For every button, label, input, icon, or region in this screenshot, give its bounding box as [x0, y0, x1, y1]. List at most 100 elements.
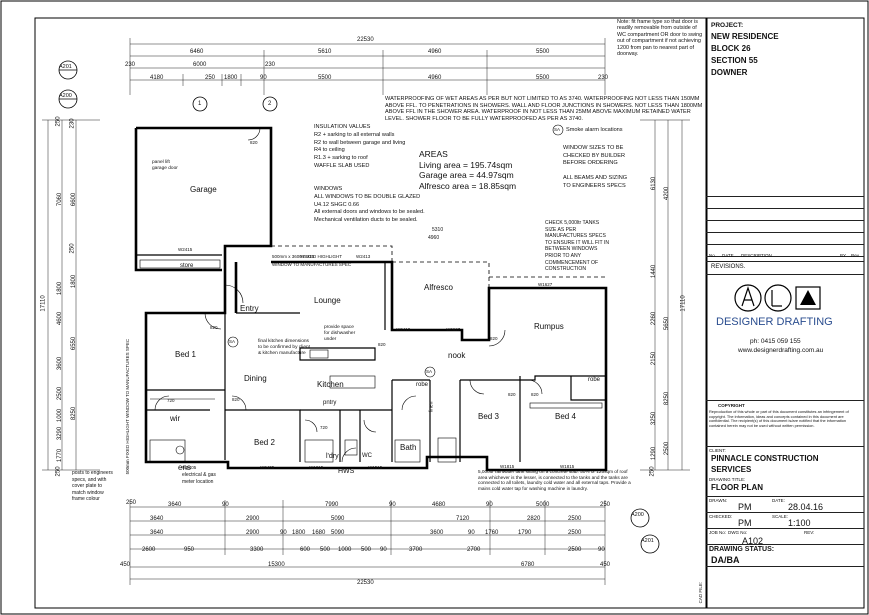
beams-line: TO ENGINEERS SPECS: [563, 182, 626, 189]
dim-left-a-5: 2500: [57, 386, 64, 401]
window-tag: W2413: [356, 254, 371, 259]
dishwasher-line: for dishwasher: [324, 330, 356, 336]
dim-left-a-1: 7060: [57, 192, 64, 207]
door-tag: 820: [210, 325, 218, 330]
rev-table-top: [706, 196, 864, 197]
project-line: NEW RESIDENCE: [711, 32, 779, 41]
dim-left-a-8: 1770: [57, 448, 64, 463]
kitchen-dims-note: final kitchen dimensions to be confirmed…: [258, 339, 310, 357]
dim-bottom-row4-h: 90: [380, 547, 387, 553]
room-wc: WC: [362, 453, 372, 459]
dim-top-row4-f: 4960: [428, 75, 442, 81]
window-tag: W2405: [260, 465, 275, 470]
client-line: PINNACLE CONSTRUCTION: [711, 454, 819, 463]
door-tag: 820: [508, 392, 516, 397]
scale-value: 1:100: [788, 518, 811, 528]
windows-line: ALL WINDOWS TO BE DOUBLE GLAZED: [314, 193, 421, 200]
window-sizes-note: WINDOW SIZES TO BE CHECKED BY BUILDER BE…: [563, 145, 625, 168]
window-tag: W1815: [500, 464, 515, 469]
rev-table-line: [706, 220, 864, 221]
window-tag: W2405: [182, 465, 197, 470]
windows-note: WINDOWS ALL WINDOWS TO BE DOUBLE GLAZED …: [314, 186, 425, 225]
dim-top-overall: 22530: [357, 37, 374, 43]
rainwater-note: 5,000ltr rainwater tank sitting on a con…: [478, 469, 631, 491]
dishwasher-line: provide space: [324, 325, 354, 330]
dim-bottom-row5-b: 15300: [268, 562, 285, 568]
dim-top-row4-d: 90: [260, 75, 267, 81]
room-store: store: [180, 263, 194, 269]
dim-bottom-overall: 22530: [357, 580, 374, 586]
dim-bottom-row4-c: 3300: [250, 547, 264, 553]
dim-left-a-4: 3600: [57, 356, 64, 371]
posts-line: specs, and with: [72, 476, 107, 483]
client-line: SERVICES: [711, 465, 752, 474]
dim-left-a-3: 4600: [57, 311, 64, 326]
rev-header-desc: DESCRIPTION: [741, 253, 772, 258]
dim-bottom-row5-c: 6780: [521, 562, 535, 568]
window-tag: W1815: [560, 464, 575, 469]
company-logo-icon: [734, 284, 821, 312]
meta-line: [706, 544, 864, 545]
room-rumpus: Rumpus: [534, 322, 564, 331]
dim-bottom-row4-l: 90: [598, 547, 605, 553]
insulation-line: R4 to ceiling: [314, 147, 345, 154]
posts-line: posts to engineers: [72, 470, 113, 476]
room-linen: linen: [428, 401, 435, 413]
dim-top-row3-a: 230: [125, 62, 136, 68]
window-tag: W1215: [309, 465, 324, 470]
smoke-marker-3: SA: [554, 127, 561, 132]
posts-line: frame colour: [72, 496, 100, 502]
dim-right-b-0: 4200: [664, 186, 671, 201]
dim-right-a-4: 3250: [651, 411, 658, 426]
meter-note: electrical & gas meter location: [182, 472, 216, 485]
client-label: CLIENT:: [709, 448, 726, 453]
kitchen-dims-line: to be confirmed by client: [258, 344, 310, 350]
dim-bottom-row2-a: 3640: [150, 516, 164, 522]
posts-line: cover plate to: [72, 483, 103, 489]
fixtures: [139, 259, 603, 463]
scale-label: SCALE:: [772, 514, 789, 519]
dim-top-row4-b: 250: [205, 75, 216, 81]
tanks-line: CHECK 5,000ltr TANKS: [545, 220, 600, 226]
top-small-dim-b: 4960: [428, 235, 440, 241]
door-tag: 820: [378, 342, 386, 347]
dim-right-a-2: 2260: [651, 311, 658, 326]
dim-bottom-row3-d: 1800: [292, 530, 306, 536]
kitchen-dims-line: & kitchen manufacture: [258, 350, 306, 356]
window-tag: W1515: [368, 465, 383, 470]
room-hws: HWS: [338, 468, 355, 475]
dim-bottom-row2-b: 2900: [246, 516, 260, 522]
rev-table-bottom: [706, 261, 864, 262]
windows-line: Mechanical ventilation ducts to be seale…: [314, 217, 418, 224]
room-robe-2: robe: [416, 382, 429, 388]
windows-line: WINDOWS: [314, 186, 343, 192]
window-tag: W1627: [538, 282, 553, 287]
door-tag: 820: [531, 392, 539, 397]
cad-file-label: CAD FILE:: [698, 581, 704, 604]
dim-bottom-row2-f: 2500: [568, 516, 582, 522]
room-entry: Entry: [240, 304, 259, 313]
dim-right-a-3: 2150: [651, 351, 658, 366]
beams-note: ALL BEAMS AND SIZING TO ENGINEERS SPECS: [563, 175, 627, 190]
marker-section-2: 2: [268, 101, 272, 107]
dim-top-row4-e: 5500: [318, 75, 332, 81]
dim-top-row2-b: 5610: [318, 49, 332, 55]
meta-line: [706, 528, 864, 529]
dim-bottom-row4-f: 1000: [338, 547, 352, 553]
job-no-label: JOB No:: [709, 530, 727, 535]
room-robe-1: robe: [588, 377, 601, 383]
room-wir: wir: [170, 414, 181, 423]
dim-bottom-row4-k: 2500: [568, 547, 582, 553]
status-label: DRAWING STATUS:: [709, 546, 775, 553]
marker-a201-bottom: A201: [641, 538, 654, 544]
meta-top: [706, 496, 864, 497]
rev-header-by: BY: [840, 253, 847, 258]
drawing-title: FLOOR PLAN: [711, 483, 763, 492]
door-tag: 720: [167, 398, 175, 403]
room-bed2: Bed 2: [254, 438, 275, 447]
copyright-text: Reproduction of this whole or part of th…: [709, 409, 849, 429]
side-dimension-lines: [42, 119, 690, 471]
waterproofing-note: WATERPROOFING OF WET AREAS AS PER BUT NO…: [385, 96, 703, 123]
